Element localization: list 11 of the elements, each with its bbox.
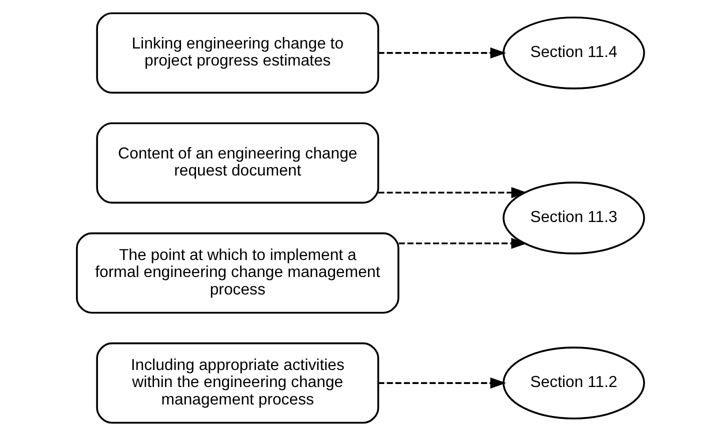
node-ellipse: Section 11.3 <box>502 182 645 254</box>
arrow <box>398 238 527 249</box>
arrow <box>378 47 506 59</box>
node-box: The point at which to implement a formal engineering change management process <box>75 232 399 314</box>
node-box: Linking engineering change to project progress estimates <box>96 12 379 94</box>
arrow <box>378 187 527 198</box>
node-box: Including appropriate activities within the engineering change management process <box>96 342 379 424</box>
node-box: Content of an engineering change request document <box>96 122 379 204</box>
arrow <box>378 377 506 389</box>
node-ellipse: Section 11.2 <box>502 346 645 420</box>
node-ellipse: Section 11.4 <box>502 16 645 90</box>
